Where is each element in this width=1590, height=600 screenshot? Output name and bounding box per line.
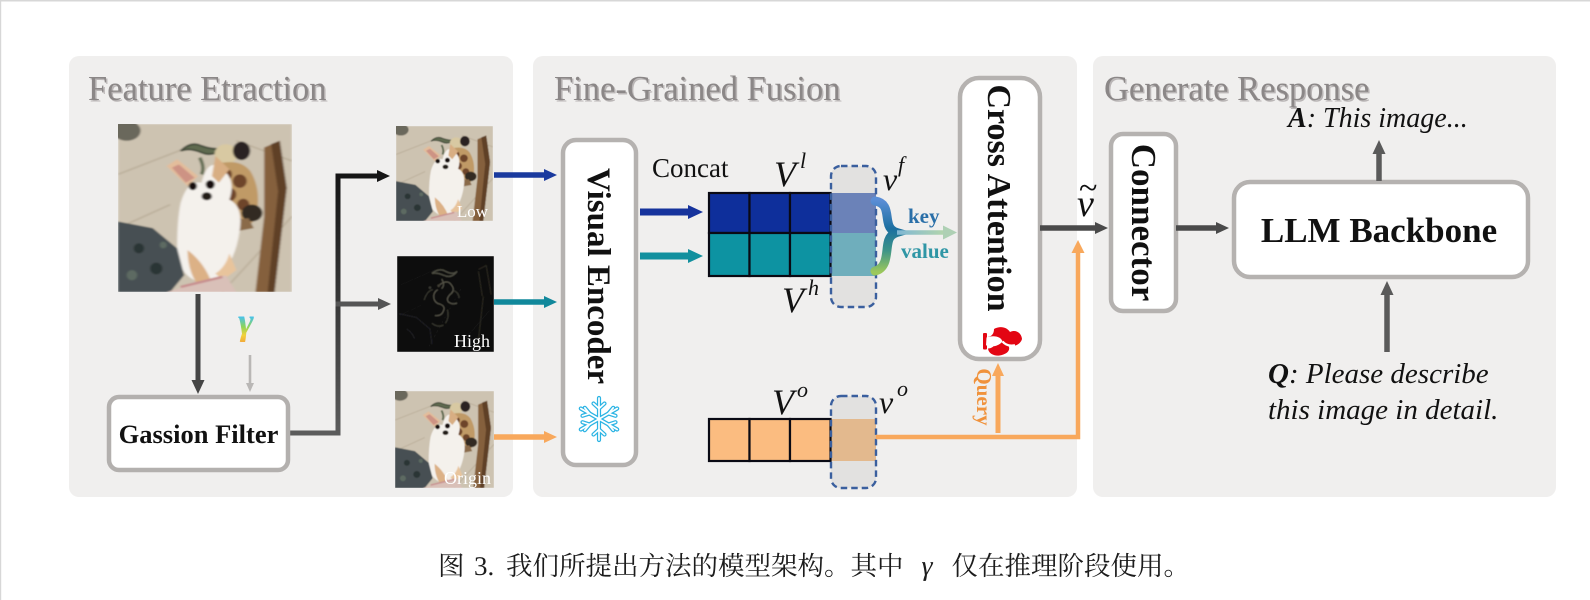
- svg-text:A: This image...: A: This image...: [1286, 103, 1468, 134]
- svg-text:Q: Please describe: Q: Please describe: [1268, 358, 1489, 390]
- svg-text:value: value: [901, 239, 949, 263]
- svg-text:Fine-Grained Fusion: Fine-Grained Fusion: [556, 72, 843, 110]
- svg-text:Concat: Concat: [652, 153, 729, 183]
- svg-text:Generate Response: Generate Response: [1104, 70, 1369, 108]
- svg-text:h: h: [808, 275, 819, 300]
- svg-text:Visual Encoder: Visual Encoder: [580, 168, 616, 384]
- svg-text:Origin: Origin: [444, 468, 491, 488]
- svg-text:Query: Query: [972, 368, 996, 426]
- svg-text:V: V: [782, 280, 808, 320]
- svg-text:this image in detail.: this image in detail.: [1268, 394, 1498, 426]
- svg-text:Fine-Grained Fusion: Fine-Grained Fusion: [554, 70, 841, 108]
- svg-text:Low: Low: [457, 202, 489, 221]
- svg-text:Connector: Connector: [1124, 144, 1163, 301]
- svg-text:key: key: [908, 204, 940, 228]
- svg-text:Feature Etraction: Feature Etraction: [90, 72, 329, 110]
- svg-text:Gassion Filter: Gassion Filter: [119, 419, 279, 449]
- svg-text:~: ~: [1079, 170, 1097, 207]
- svg-text:Feature Etraction: Feature Etraction: [88, 70, 327, 108]
- svg-text:v: v: [1077, 183, 1094, 225]
- svg-text:l: l: [800, 148, 806, 173]
- svg-text:v: v: [879, 384, 894, 420]
- svg-text:o: o: [797, 377, 808, 402]
- svg-text:High: High: [454, 331, 490, 351]
- svg-text:V: V: [772, 382, 798, 422]
- svg-text:f: f: [898, 152, 907, 177]
- svg-text:Cross Attention: Cross Attention: [980, 85, 1017, 312]
- svg-text:V: V: [774, 154, 800, 194]
- svg-text:LLM Backbone: LLM Backbone: [1261, 211, 1497, 250]
- svg-text:Generate Response: Generate Response: [1106, 72, 1371, 110]
- svg-text:v: v: [883, 161, 898, 197]
- svg-text:γ: γ: [238, 301, 254, 343]
- svg-text:o: o: [897, 376, 908, 401]
